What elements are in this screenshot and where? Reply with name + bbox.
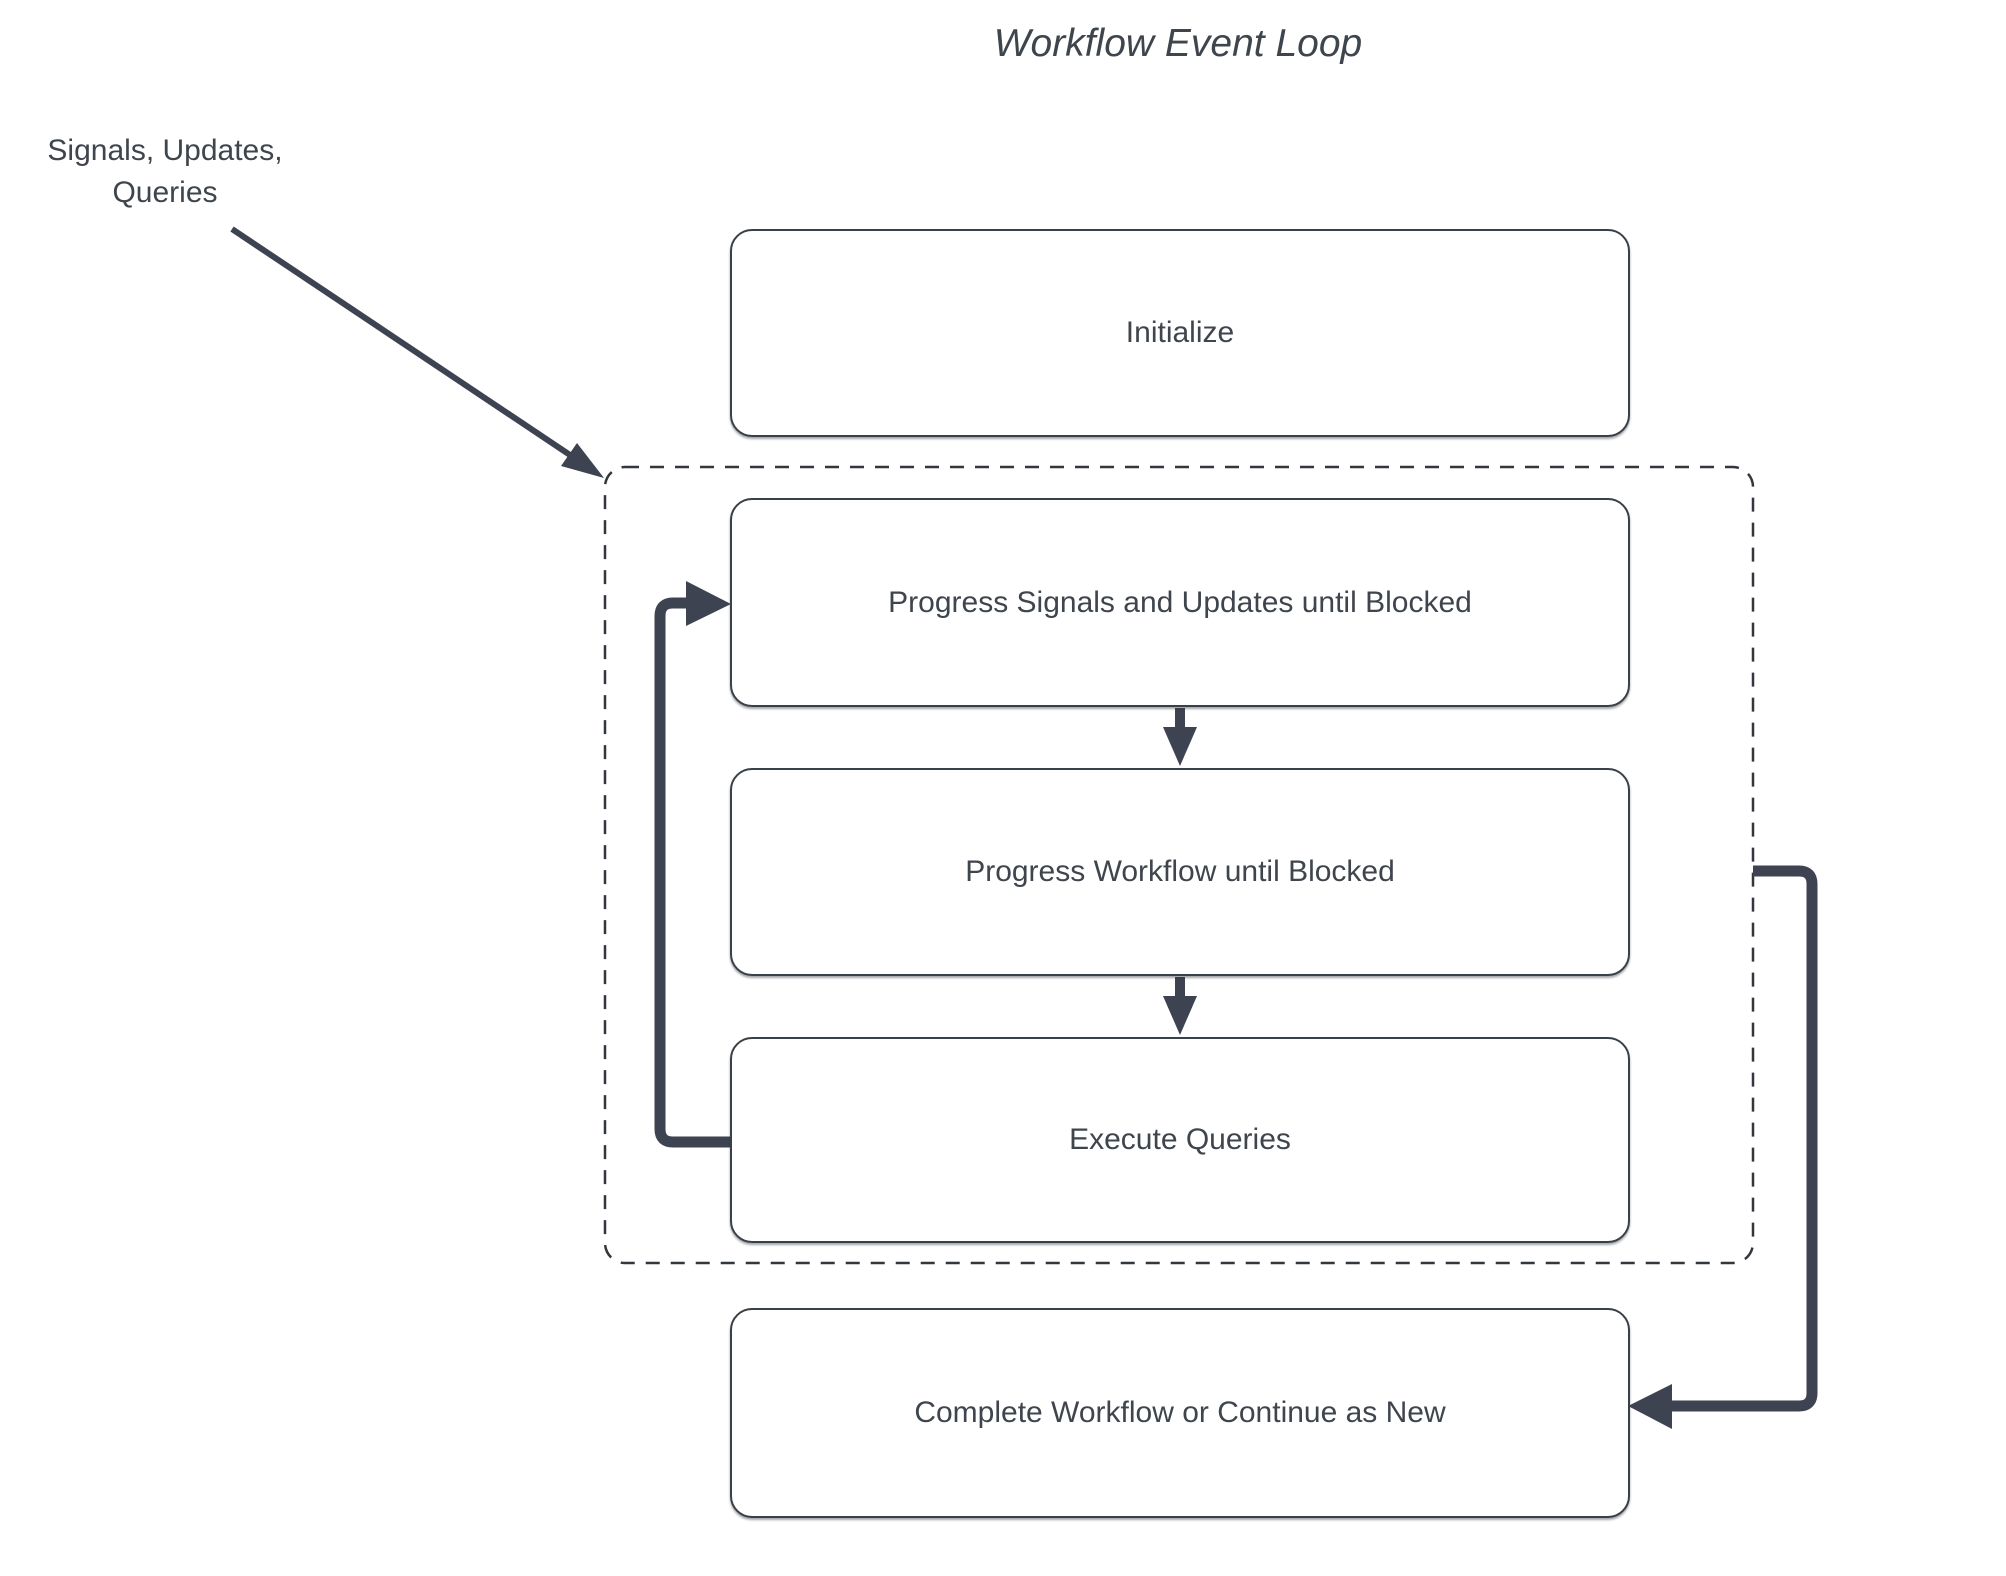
node-execute-queries: Execute Queries <box>730 1037 1630 1243</box>
flow-arrow-signals-to-workflow <box>1163 708 1197 766</box>
node-complete-workflow-or-continue-as-new: Complete Workflow or Continue as New <box>730 1308 1630 1518</box>
node-label: Progress Signals and Updates until Block… <box>888 585 1472 619</box>
diagram-title: Workflow Event Loop <box>993 22 1363 65</box>
node-progress-workflow: Progress Workflow until Blocked <box>730 768 1630 976</box>
node-label: Progress Workflow until Blocked <box>965 855 1395 888</box>
loop-back-arrow <box>654 581 731 1148</box>
arrowhead-icon <box>1163 996 1197 1035</box>
event-loop-boundary <box>603 465 1755 1265</box>
arrowhead-icon <box>1163 727 1197 766</box>
external-inputs-label: Signals, Updates, Queries <box>47 134 283 209</box>
exit-arrow <box>1628 865 1818 1429</box>
signals-updates-queries-arrow <box>230 226 604 478</box>
arrowhead-icon <box>1628 1384 1672 1429</box>
node-label: Execute Queries <box>1069 1123 1291 1156</box>
node-progress-signals-and-updates: Progress Signals and Updates until Block… <box>730 498 1630 707</box>
node-label: Complete Workflow or Continue as New <box>914 1396 1446 1429</box>
node-initialize: Initialize <box>730 229 1630 437</box>
node-label: Initialize <box>1125 316 1235 349</box>
flow-arrow-workflow-to-queries <box>1163 977 1197 1035</box>
arrowhead-icon <box>686 581 731 626</box>
arrowhead-icon <box>561 443 604 478</box>
